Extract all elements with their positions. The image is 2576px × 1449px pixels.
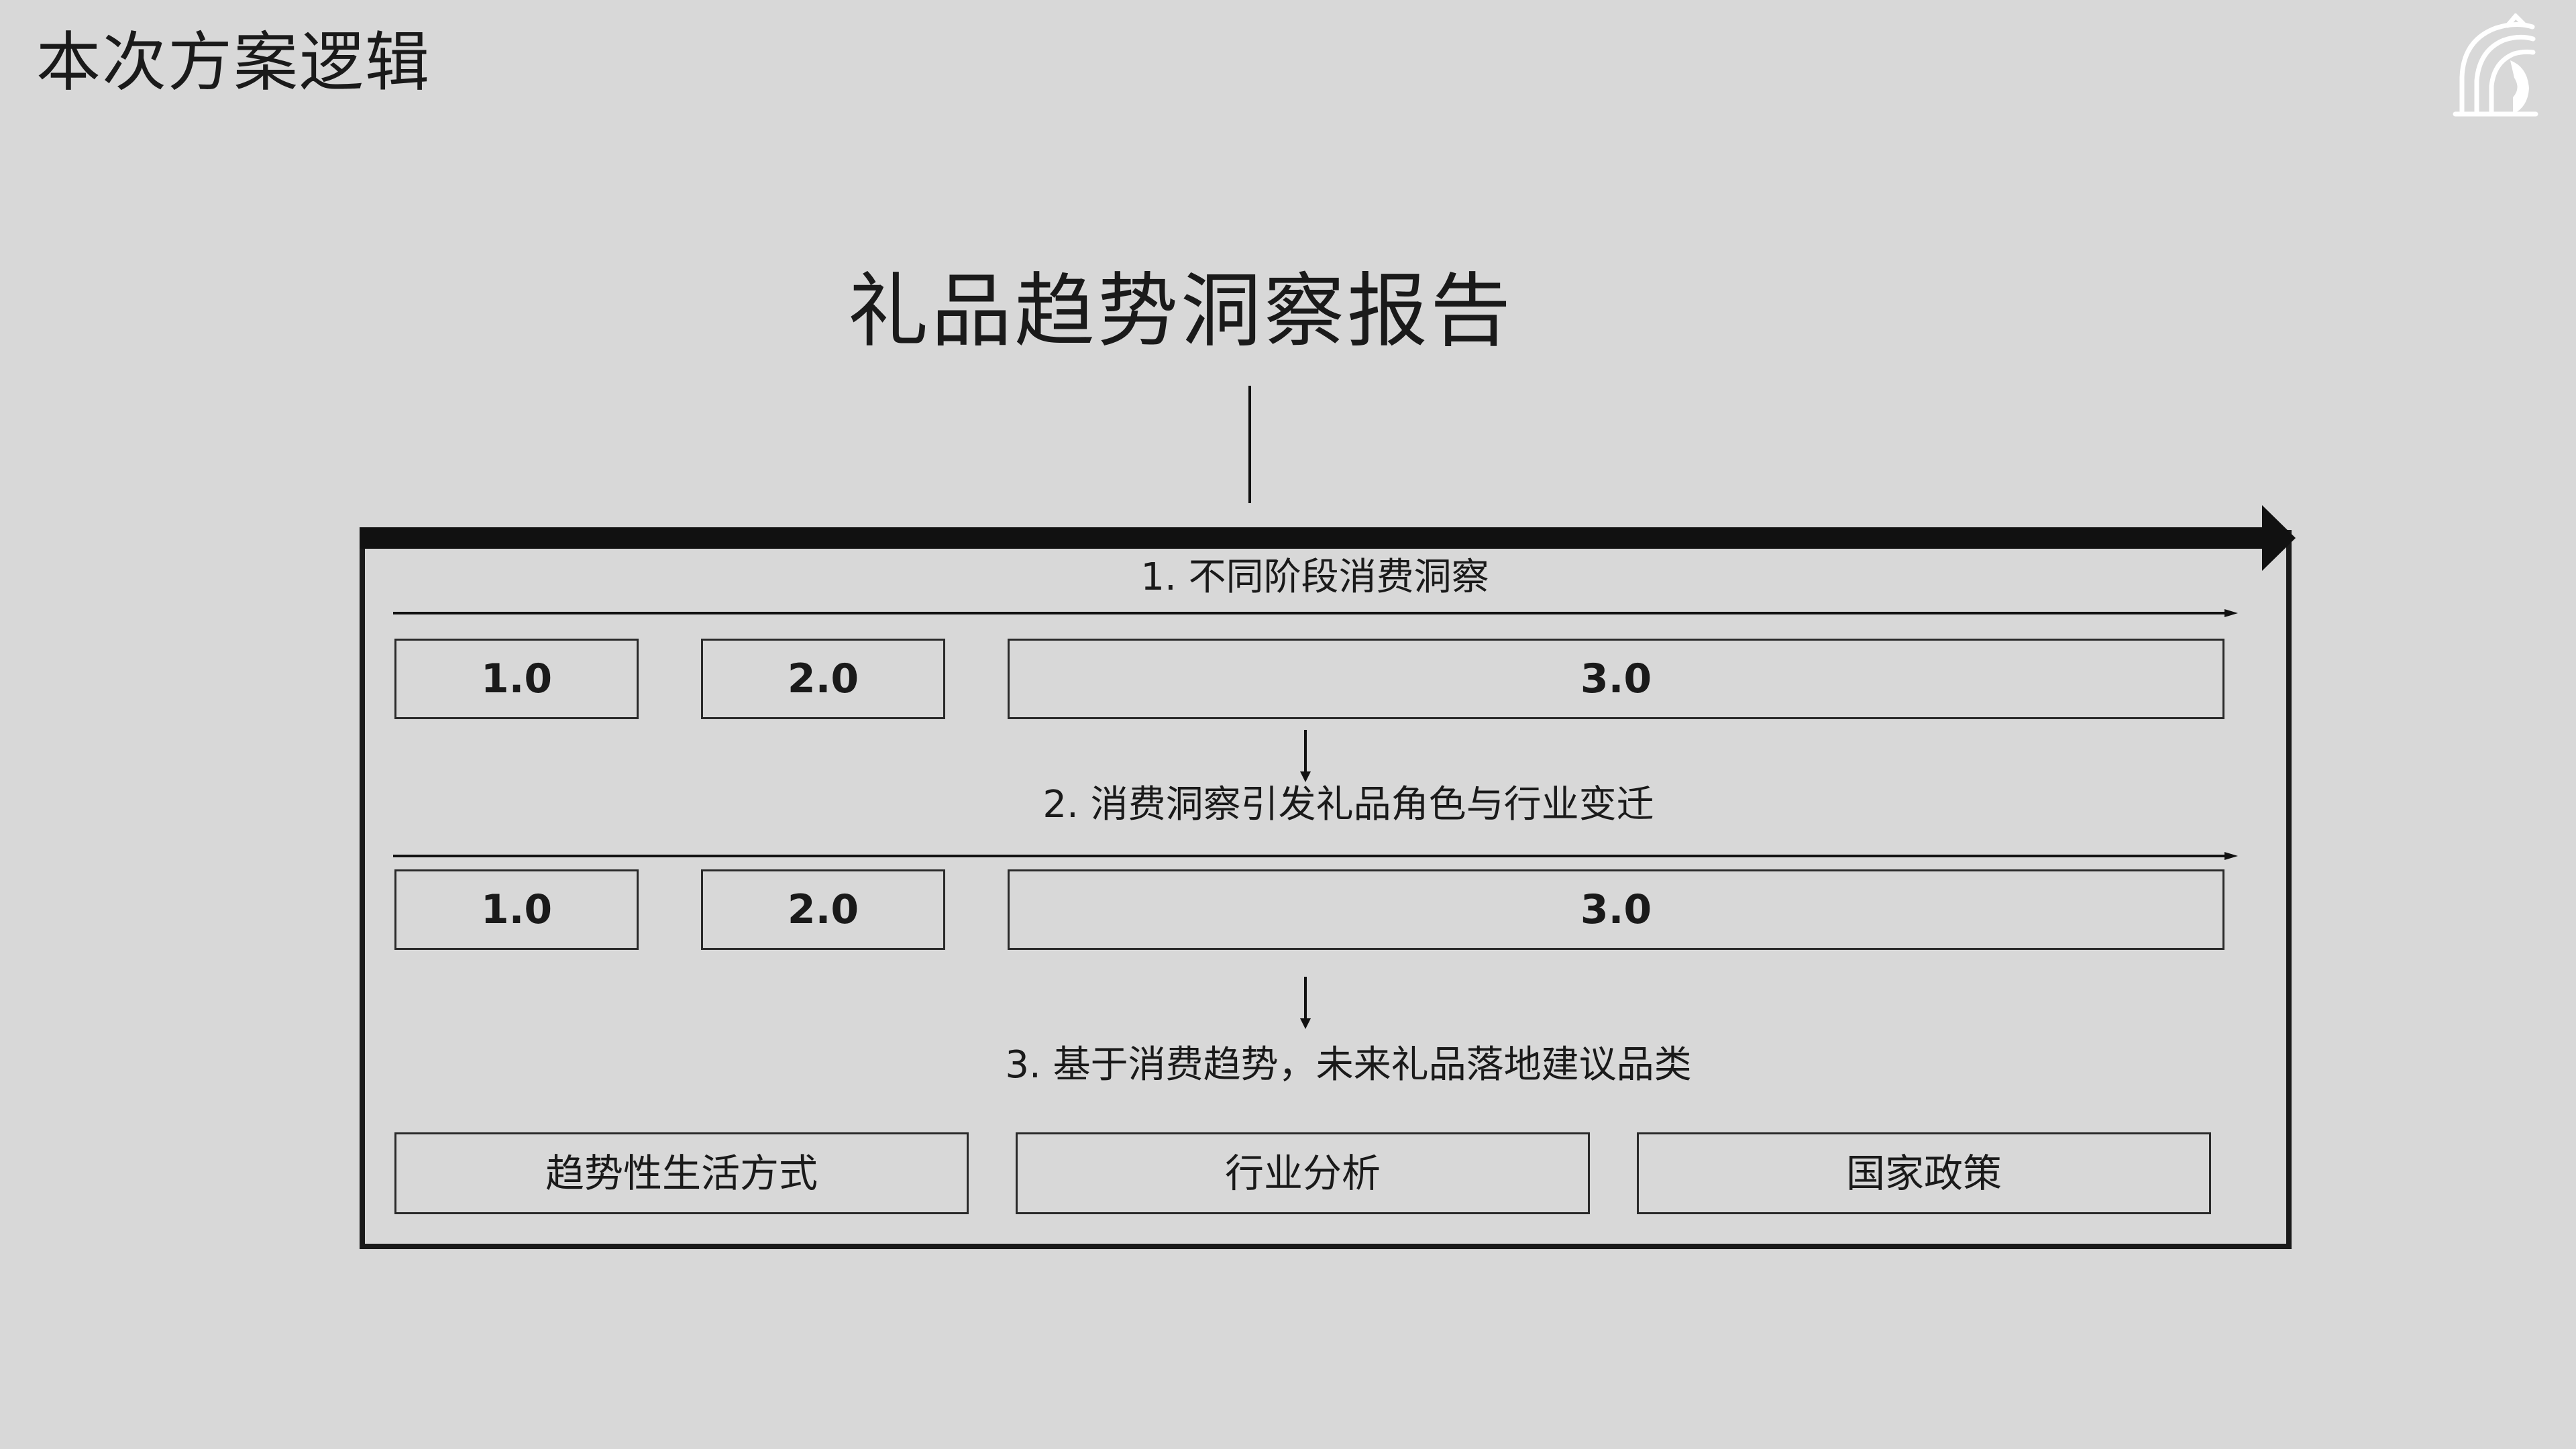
section-1-arrow-icon: [393, 609, 2238, 617]
section-2-arrow-icon: [393, 852, 2238, 860]
section-1-label: 1. 不同阶段消费洞察: [1140, 555, 1489, 599]
section-1-stage-3: 3.0: [1008, 639, 2224, 719]
section-1-stage-1: 1.0: [394, 639, 639, 719]
down-arrow-icon: [1300, 977, 1311, 1029]
section-3-label: 3. 基于消费趋势，未来礼品落地建议品类: [1005, 1043, 1692, 1087]
section-2-label: 2. 消费洞察引发礼品角色与行业变迁: [1042, 783, 1654, 826]
connector-line: [1248, 386, 1251, 503]
down-arrow-icon: [1300, 730, 1311, 782]
section-2-stage-3: 3.0: [1008, 869, 2224, 950]
report-title: 礼品趋势洞察报告: [848, 265, 1513, 358]
category-box-policy: 国家政策: [1637, 1132, 2211, 1214]
category-box-lifestyle: 趋势性生活方式: [394, 1132, 969, 1214]
knight-helmet-logo: [2453, 13, 2538, 117]
section-1-stage-2: 2.0: [701, 639, 945, 719]
right-arrow-icon: [360, 505, 2296, 571]
section-2-stage-2: 2.0: [701, 869, 945, 950]
section-2-stage-1: 1.0: [394, 869, 639, 950]
category-box-industry: 行业分析: [1016, 1132, 1590, 1214]
slide-title: 本次方案逻辑: [36, 25, 431, 100]
